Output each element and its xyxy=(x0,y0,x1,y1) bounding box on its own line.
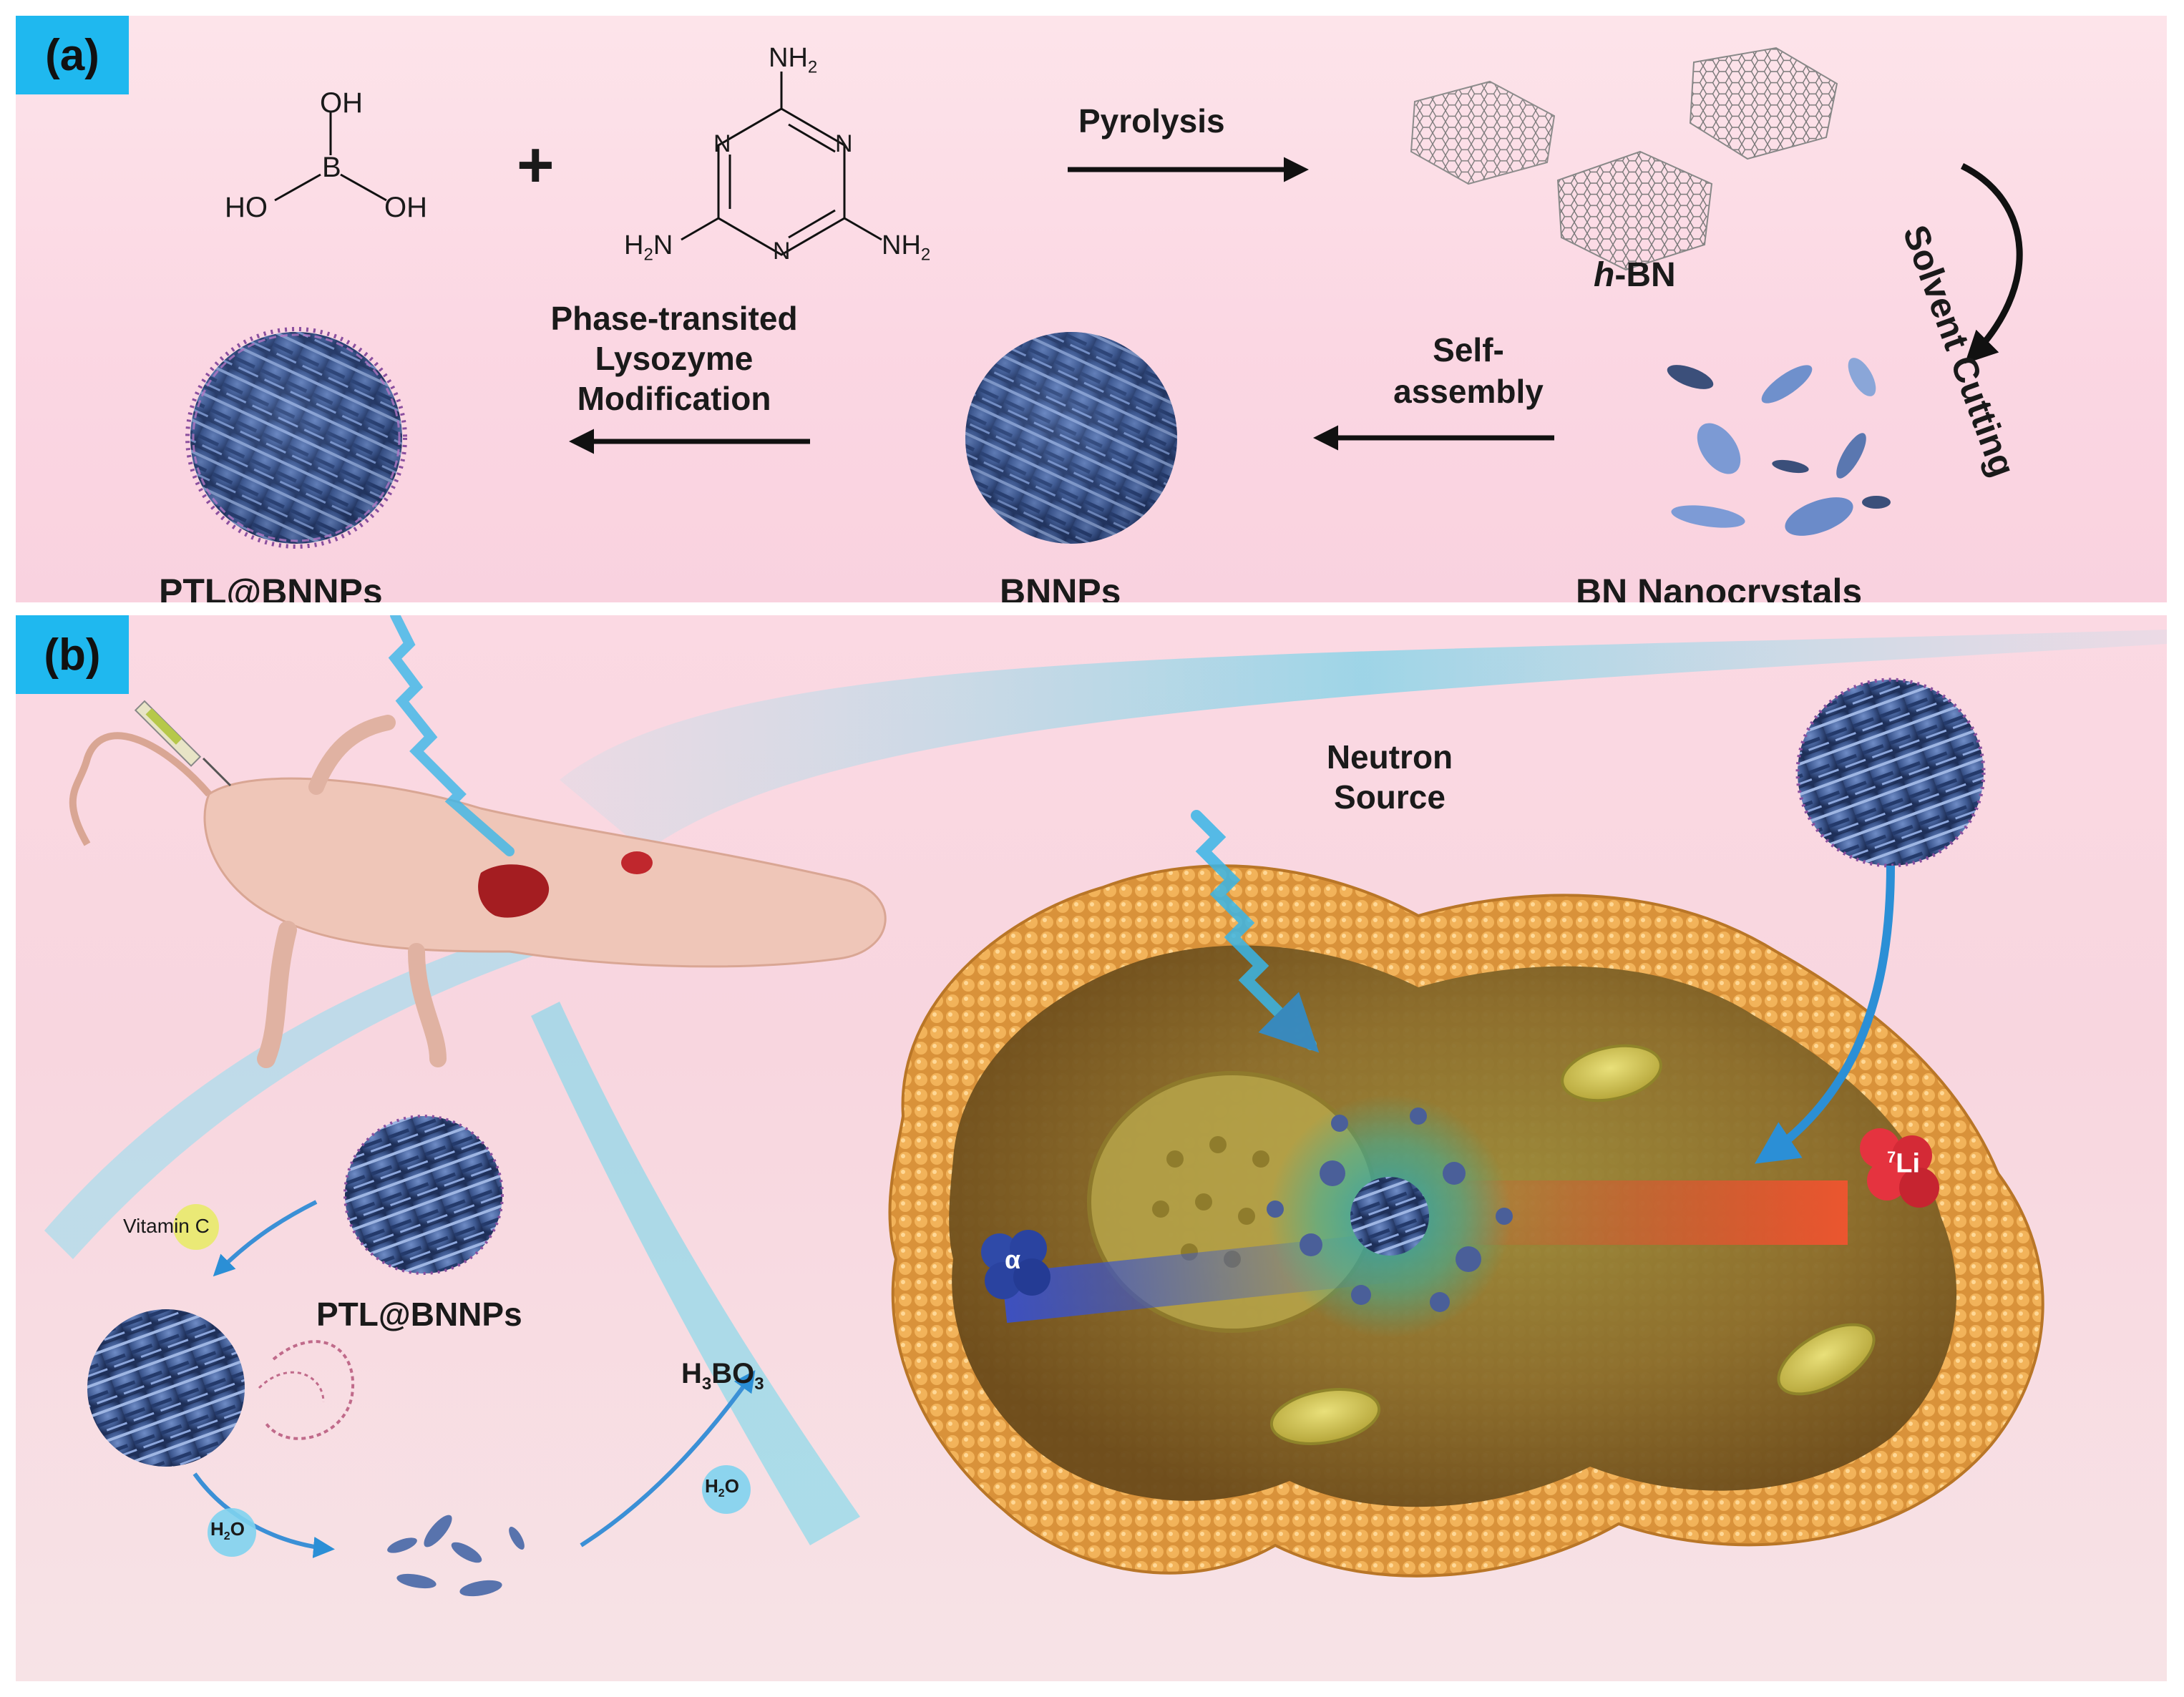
li-atom xyxy=(1860,1128,1939,1208)
vitamin-c-bubble xyxy=(173,1204,219,1250)
hydrolysis-arrow-2 xyxy=(580,1370,756,1547)
bnnps-sphere xyxy=(965,332,1177,544)
zoom-band-lower xyxy=(531,1002,860,1545)
bn-nanocrystals xyxy=(1667,358,1891,536)
vitamin-c-label: Vitamin C xyxy=(123,1215,210,1237)
plus-sign: + xyxy=(517,129,555,201)
solvent-cutting-arrow xyxy=(1960,162,2023,364)
ptl-bnnps-lower xyxy=(343,1115,504,1275)
self-assembly-label: Self- assembly xyxy=(1393,331,1544,410)
panel-b-tag: (b) xyxy=(16,615,129,694)
melamine-nh2-top: NH2 xyxy=(769,43,818,77)
alpha-label: α xyxy=(1005,1245,1021,1274)
zoom-band xyxy=(560,630,2167,851)
neutron-beam-mouse xyxy=(388,615,515,856)
ptl-bnnps-incoming xyxy=(1755,678,1986,1164)
vitamin-c-arrow xyxy=(213,1200,318,1277)
boric-oh-right: OH xyxy=(384,192,427,223)
hbn-label: h-BN xyxy=(1594,256,1676,294)
panel-b: (b) Neutron Source Vitamin C PTL@BNNPs H… xyxy=(16,615,2167,1681)
fragment-cluster xyxy=(1267,1107,1513,1312)
melamine-n-2: N xyxy=(835,130,853,157)
melamine-nh2-left: H2N xyxy=(624,230,673,265)
melamine-nh2-right: NH2 xyxy=(882,230,931,265)
neutron-source-label: Neutron Source xyxy=(1326,738,1453,816)
neutron-source-beam xyxy=(1191,810,1320,1053)
melamine-structure xyxy=(681,72,882,256)
small-bn-fragments xyxy=(387,1515,525,1597)
hbn-sheets xyxy=(1410,47,1838,271)
boric-b-atom: B xyxy=(322,152,341,183)
ptl-bnnps-lower-label: PTL@BNNPs xyxy=(316,1296,522,1333)
melamine-n-3: N xyxy=(773,238,791,265)
ptl-bnnps-label: PTL@BNNPs xyxy=(159,572,383,602)
panel-a-tag: (a) xyxy=(16,16,129,94)
boric-ho-left: HO xyxy=(225,192,268,223)
boric-acid-structure xyxy=(274,112,387,202)
boric-oh-top: OH xyxy=(320,87,363,119)
degrading-particle xyxy=(87,1309,355,1467)
panel-a-graphics xyxy=(185,47,2023,549)
mouse xyxy=(69,700,887,1068)
alpha-particle xyxy=(981,1230,1050,1299)
pyrolysis-label: Pyrolysis xyxy=(1078,102,1225,140)
h2o-bubble-1 xyxy=(208,1508,256,1557)
bn-nanocrystals-label: BN Nanocrystals xyxy=(1576,572,1863,602)
melamine-n-1: N xyxy=(713,130,731,157)
ptl-modification-label: Phase-transited Lysozyme Modification xyxy=(550,300,798,417)
h2o-label-1: H2O xyxy=(210,1518,245,1543)
li-label: 7Li xyxy=(1887,1148,1921,1179)
h2o-bubble-2 xyxy=(702,1465,751,1514)
panel-a: (a) xyxy=(16,16,2167,602)
h3bo3-label: H3BO3 xyxy=(681,1358,764,1394)
ptl-bnnps-sphere xyxy=(185,327,407,549)
panel-b-graphics xyxy=(44,615,2167,1597)
bnnps-label: BNNPs xyxy=(1000,572,1121,602)
hydrolysis-arrow-1 xyxy=(192,1472,335,1558)
h2o-label-2: H2O xyxy=(705,1475,739,1500)
